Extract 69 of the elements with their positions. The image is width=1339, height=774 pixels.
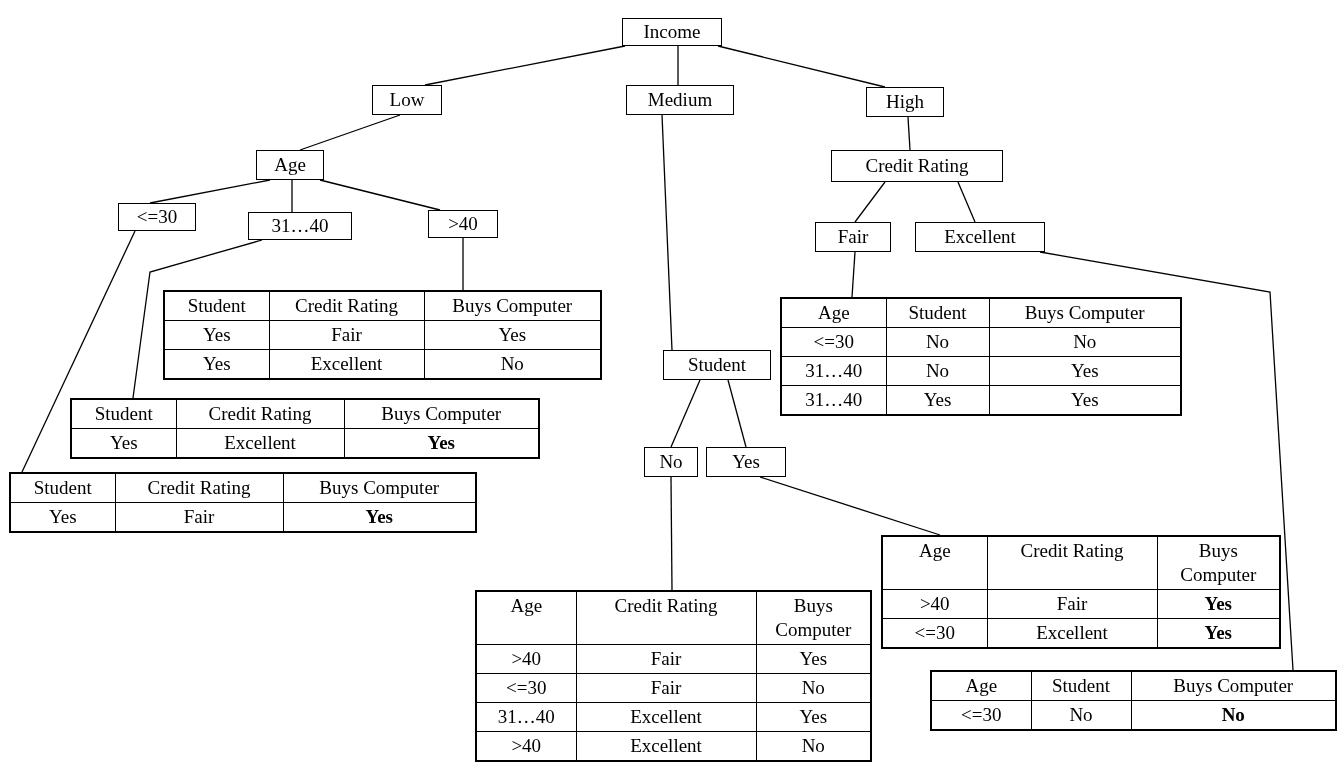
table-cell: Fair xyxy=(987,589,1157,619)
connector-line xyxy=(21,230,136,473)
table-cell: Credit Rating xyxy=(115,473,283,503)
table-cell: 31…40 xyxy=(781,356,886,386)
connector-line xyxy=(1039,251,1294,671)
node-box: Fair xyxy=(815,222,891,252)
table-cell: Fair xyxy=(576,644,756,674)
table-cell: <=30 xyxy=(476,673,576,703)
data-table xyxy=(780,297,1182,416)
node-box: No xyxy=(644,447,698,477)
connector-line xyxy=(957,181,976,223)
node-box: Age xyxy=(256,150,324,180)
table-cell: Fair xyxy=(269,320,424,350)
node-box: Credit Rating xyxy=(831,150,1003,182)
table-cell: Student xyxy=(886,298,989,328)
data-table xyxy=(9,472,477,533)
data-table xyxy=(930,670,1337,731)
table-cell: Credit Rating xyxy=(176,399,344,429)
node-box: Low xyxy=(372,85,442,115)
connector-line xyxy=(424,45,626,86)
node-box: <=30 xyxy=(118,203,196,231)
connector-line xyxy=(727,379,747,448)
connector-line xyxy=(149,179,271,204)
table-cell: >40 xyxy=(882,589,987,619)
table-cell: Credit Rating xyxy=(987,536,1157,590)
node-box: >40 xyxy=(428,210,498,238)
connector-line xyxy=(291,179,293,213)
table-cell: Fair xyxy=(576,673,756,703)
node-box: High xyxy=(866,87,944,117)
table-cell: No xyxy=(886,356,989,386)
connector-line xyxy=(717,45,886,88)
table-cell: Student xyxy=(1031,671,1131,701)
table-cell: Student xyxy=(164,291,269,321)
table-cell: Yes xyxy=(164,320,269,350)
connector-line xyxy=(670,476,673,591)
node-box: Student xyxy=(663,350,771,380)
node-box: Medium xyxy=(626,85,734,115)
table-cell: Student xyxy=(10,473,115,503)
data-table xyxy=(163,290,602,380)
connector-line xyxy=(759,476,941,536)
table-cell: Age xyxy=(781,298,886,328)
node-box: 31…40 xyxy=(248,212,352,240)
data-table xyxy=(881,535,1281,649)
node-box: Income xyxy=(622,18,722,46)
table-cell: No xyxy=(886,327,989,357)
table-cell: Credit Rating xyxy=(269,291,424,321)
connector-line xyxy=(907,116,911,151)
connector-line xyxy=(670,379,701,448)
connector-line xyxy=(319,179,441,211)
table-cell: Student xyxy=(71,399,176,429)
connector-line xyxy=(299,114,401,151)
table-cell: Age xyxy=(882,536,987,590)
connector-line xyxy=(851,251,856,298)
table-cell: Excellent xyxy=(576,702,756,732)
connector-line xyxy=(677,45,679,86)
table-cell: Age xyxy=(931,671,1031,701)
connector-line xyxy=(661,114,673,351)
connector-line xyxy=(462,237,464,291)
table-cell: <=30 xyxy=(781,327,886,357)
data-table xyxy=(70,398,540,459)
table-cell: >40 xyxy=(476,644,576,674)
data-table xyxy=(475,590,872,762)
table-cell: 31…40 xyxy=(476,702,576,732)
table-cell: Credit Rating xyxy=(576,591,756,645)
connector-line xyxy=(854,181,886,223)
table-cell: Age xyxy=(476,591,576,645)
connector-line xyxy=(132,239,263,399)
node-box: Yes xyxy=(706,447,786,477)
node-box: Excellent xyxy=(915,222,1045,252)
